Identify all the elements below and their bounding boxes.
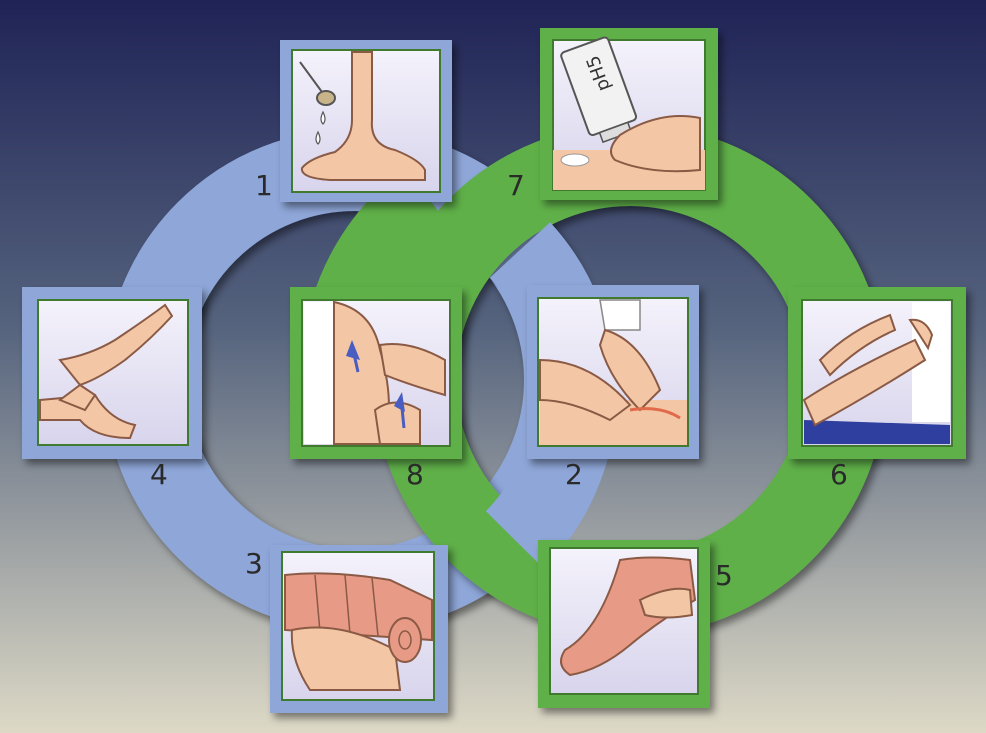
hands-pressing-skin-icon (539, 299, 687, 445)
step-2-number: 2 (565, 458, 583, 491)
step-4-number: 4 (150, 458, 168, 491)
step-3-number: 3 (245, 547, 263, 580)
calf-massage-icon (560, 556, 697, 677)
step-5-number: 5 (715, 559, 733, 592)
step-1-number: 1 (255, 169, 273, 202)
bandage-wrap-icon (284, 572, 433, 691)
step-8-number: 8 (406, 458, 424, 491)
cream-application-icon: pH5 (553, 36, 705, 190)
step-7-number: 7 (507, 169, 525, 202)
leg-stretch-icon (802, 302, 950, 444)
upward-massage-icon (304, 300, 446, 445)
legs-exercise-icon (39, 303, 174, 440)
foot-wash-icon (299, 51, 426, 181)
step-6-number: 6 (830, 458, 848, 491)
